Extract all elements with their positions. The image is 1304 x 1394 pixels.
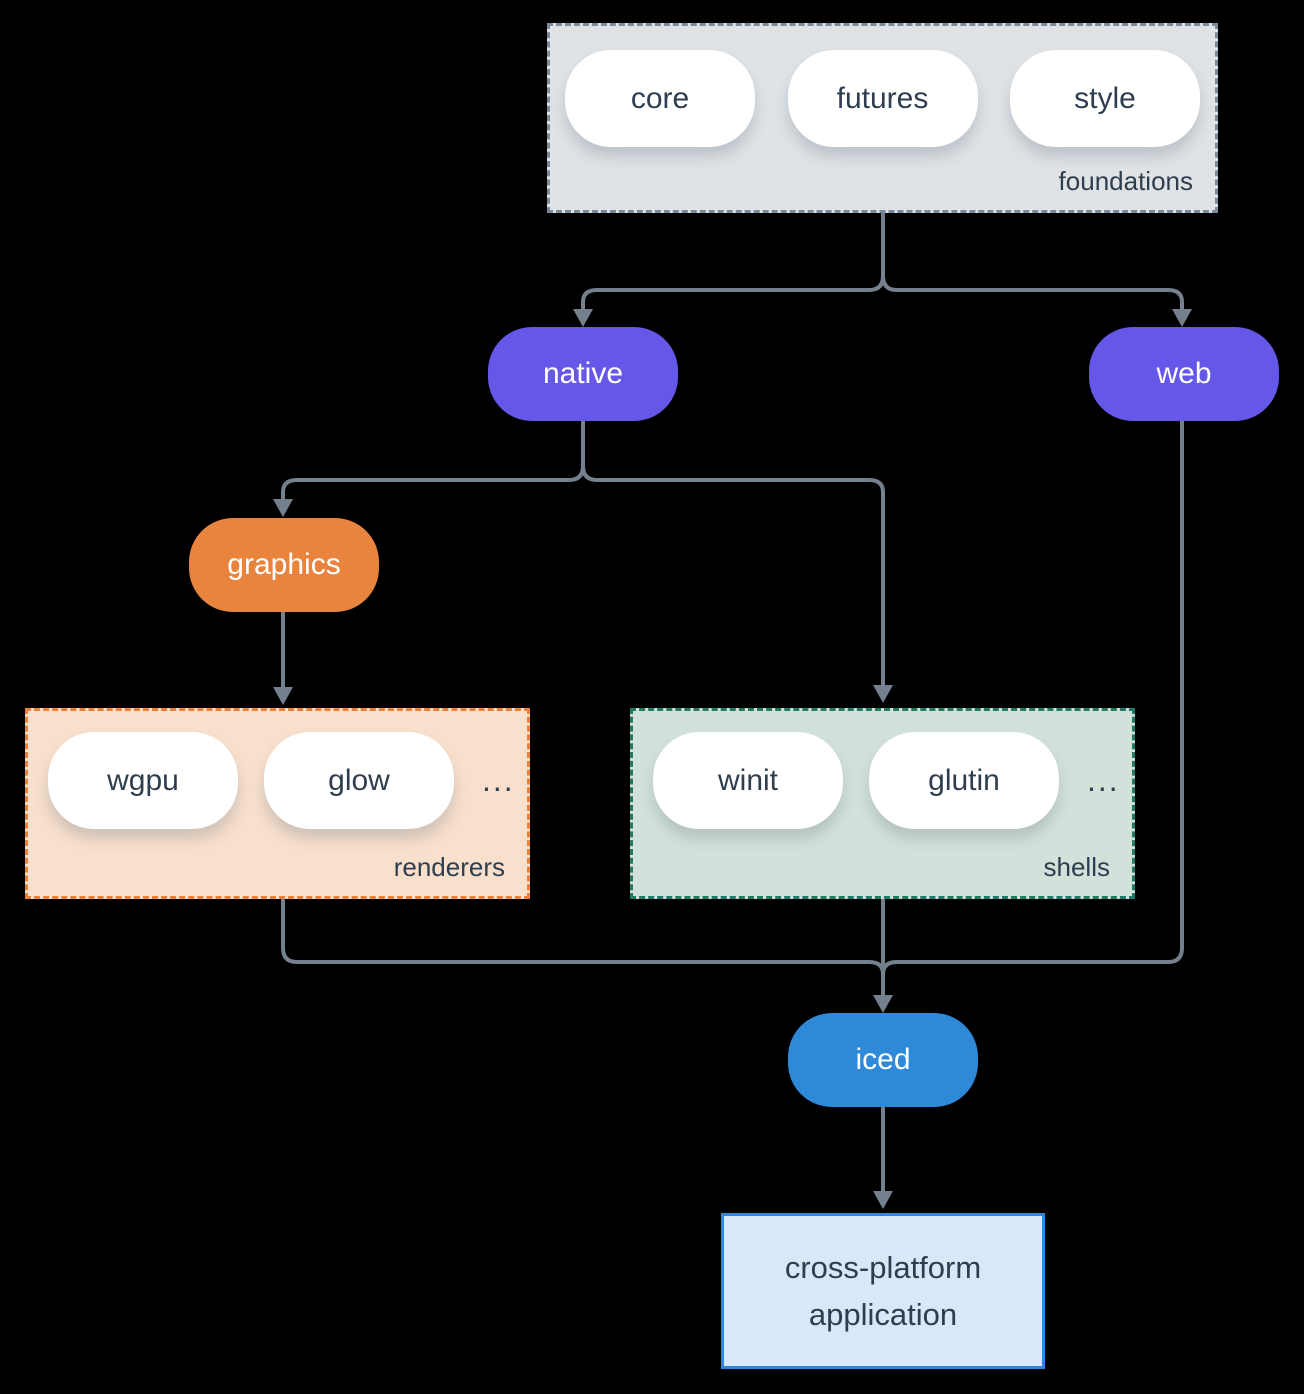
node-futures: futures — [787, 50, 978, 147]
renderers-label: renderers — [393, 852, 505, 882]
arrow-native-to-graphics — [273, 421, 585, 517]
node-winit: winit — [653, 732, 843, 829]
arrow-foundations-to-native — [573, 213, 885, 327]
shells-pill-row: winit glutin ... — [653, 732, 1132, 829]
renderers-group: wgpu glow ... renderers — [25, 708, 530, 899]
renderers-pill-row: wgpu glow ... — [48, 732, 527, 829]
node-core: core — [565, 50, 755, 147]
node-web: web — [1089, 327, 1279, 421]
application-label-line1: cross-platform — [784, 1250, 982, 1285]
arrow-native-to-shells — [581, 421, 893, 703]
application-label-line2: application — [808, 1297, 958, 1332]
node-graphics: graphics — [189, 518, 379, 612]
shells-ellipsis: ... — [1087, 762, 1120, 798]
node-glutin: glutin — [869, 732, 1059, 829]
foundations-label: foundations — [1058, 166, 1193, 196]
cross-platform-application-box: cross-platform application — [721, 1213, 1045, 1369]
shells-label: shells — [1043, 852, 1110, 882]
node-glow: glow — [264, 732, 454, 829]
node-iced: iced — [788, 1013, 978, 1107]
node-native: native — [488, 327, 678, 421]
shells-group: winit glutin ... shells — [630, 708, 1135, 899]
node-style: style — [1010, 50, 1200, 147]
line-renderers-to-junction — [281, 899, 885, 975]
foundations-pill-row: core futures style — [565, 50, 1200, 147]
arrow-foundations-to-web — [881, 213, 1192, 327]
renderers-ellipsis: ... — [482, 762, 515, 798]
node-wgpu: wgpu — [48, 732, 238, 829]
foundations-group: core futures style foundations — [547, 23, 1218, 213]
